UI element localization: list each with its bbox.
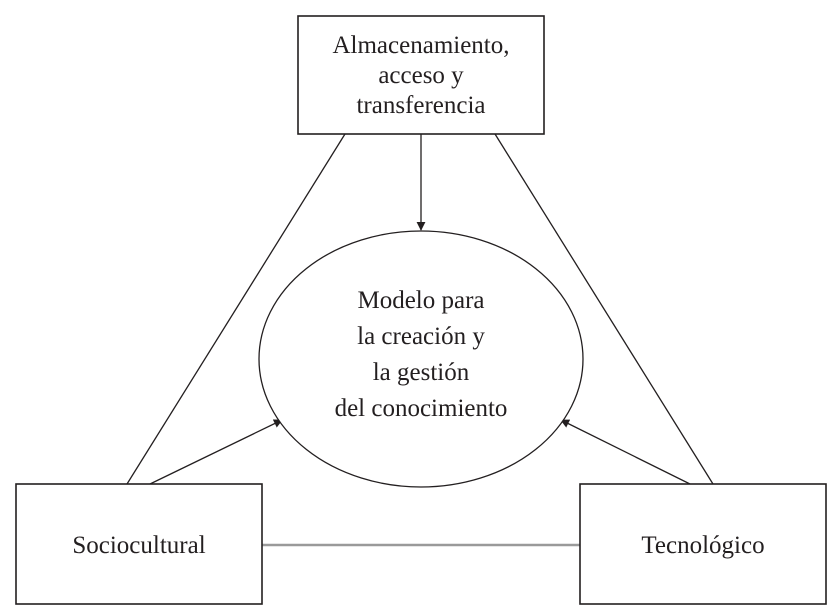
arrow-right-to-center xyxy=(560,419,691,485)
left-node-label: Sociocultural xyxy=(72,532,205,559)
center-node-line3: la gestión xyxy=(373,359,470,386)
top-node-line2: acceso y xyxy=(378,62,464,89)
center-node-line1: Modelo para xyxy=(357,287,484,314)
left-node-box xyxy=(15,483,263,605)
center-node-ellipse xyxy=(258,230,584,488)
edge-top-to-right xyxy=(494,133,714,485)
top-node-line3: transferencia xyxy=(356,92,485,119)
right-node-box xyxy=(579,483,827,605)
center-node-line2: la creación y xyxy=(357,323,485,350)
edge-top-to-left xyxy=(126,133,346,485)
top-node-line1: Almacenamiento, xyxy=(332,32,509,59)
top-node-box xyxy=(297,15,545,135)
center-node-line4: del conocimiento xyxy=(335,395,508,422)
arrow-left-to-center xyxy=(149,419,283,485)
right-node-label: Tecnológico xyxy=(641,532,764,559)
